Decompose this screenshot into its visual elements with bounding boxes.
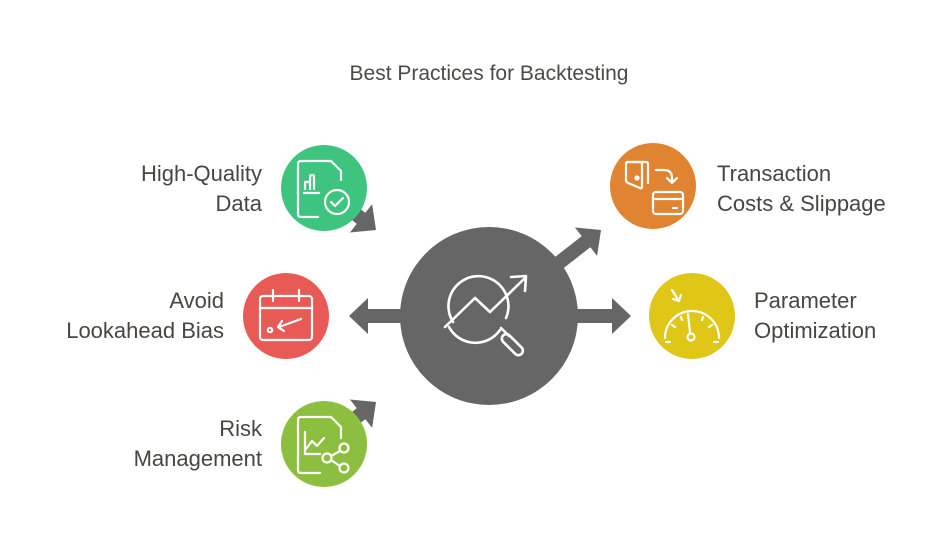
label-line: Avoid xyxy=(169,288,224,313)
label-line: High-Quality xyxy=(140,161,262,186)
label-line: Costs & Slippage xyxy=(717,191,886,216)
node-transaction-costs xyxy=(610,143,696,229)
label-line: Optimization xyxy=(754,318,877,343)
label-line: Data xyxy=(215,191,262,216)
document-chart-check-icon xyxy=(296,159,351,219)
label-transaction-costs: Transaction Costs & Slippage xyxy=(717,159,886,219)
arrow-up-right-icon xyxy=(549,227,601,273)
node-parameter-optimization xyxy=(649,273,735,359)
diagram-title: Best Practices for Backtesting xyxy=(349,62,629,85)
document-chart-share-icon xyxy=(296,415,350,475)
node-risk-management xyxy=(281,401,367,487)
gauge-icon xyxy=(663,288,721,344)
chart-magnifier-icon xyxy=(443,274,528,357)
node-high-quality-data xyxy=(281,145,367,231)
wallet-to-card-icon xyxy=(624,160,685,216)
label-line: Lookahead Bias xyxy=(66,318,224,343)
label-line: Transaction xyxy=(717,161,832,186)
label-high-quality-data: High-Quality Data xyxy=(141,159,262,219)
arrow-right-icon xyxy=(566,298,631,334)
arrow-left-icon xyxy=(349,298,412,334)
node-avoid-lookahead-bias xyxy=(243,273,329,359)
label-line: Management xyxy=(133,446,262,471)
label-line: Parameter xyxy=(754,288,857,313)
label-risk-management: Risk Management xyxy=(134,414,262,474)
label-parameter-optimization: Parameter Optimization xyxy=(754,286,876,346)
label-avoid-lookahead-bias: Avoid Lookahead Bias xyxy=(66,286,224,346)
label-line: Risk xyxy=(219,416,262,441)
center-node xyxy=(400,227,578,405)
calendar-back-arrow-icon xyxy=(258,288,314,342)
